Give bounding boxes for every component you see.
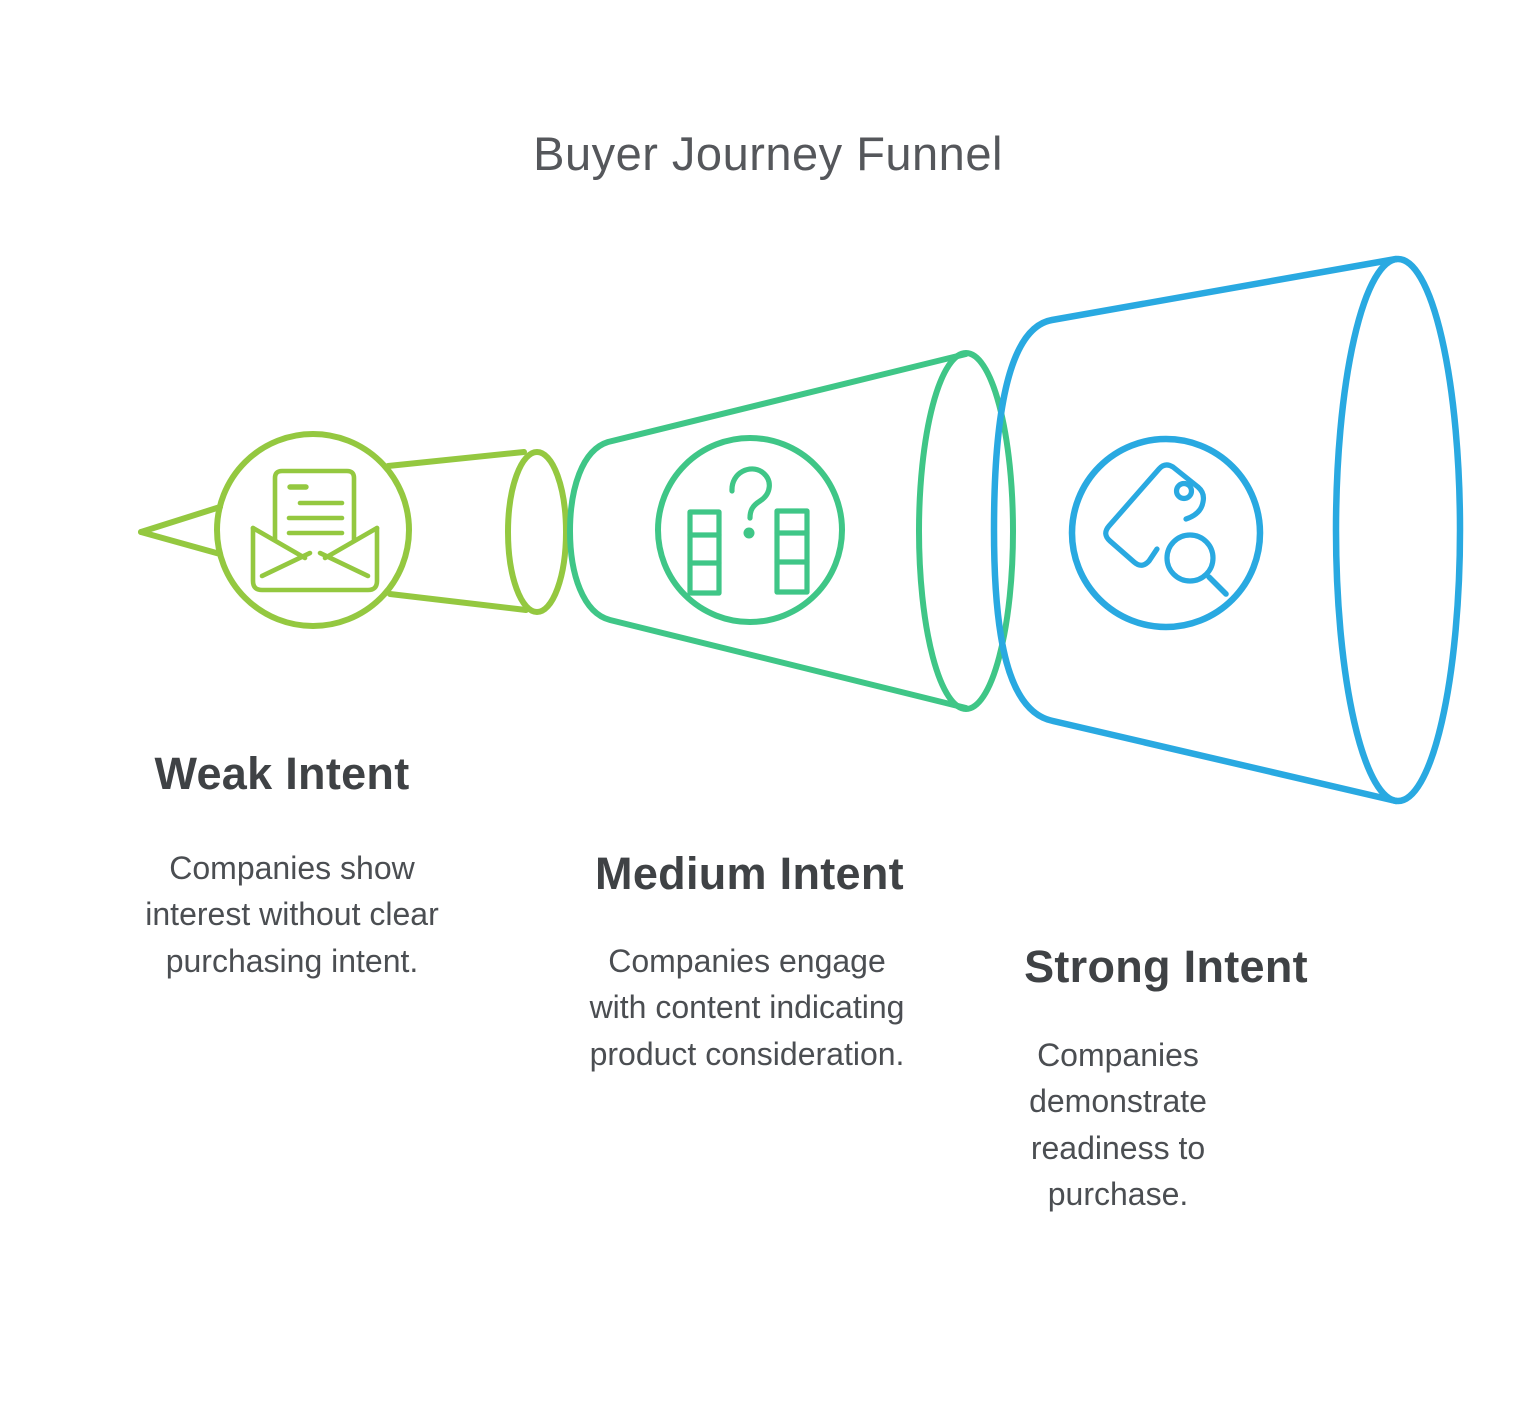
tag-outline <box>1103 462 1207 568</box>
medium-icon-circle <box>655 435 845 625</box>
weak-apex-line-bottom <box>138 529 223 557</box>
weak-cone-bottom <box>387 591 529 613</box>
compare-column-right <box>774 508 810 595</box>
envelope-fold-right <box>317 550 371 579</box>
stage-heading-strong: Strong Intent <box>1024 941 1308 992</box>
comparison-question-icon <box>687 466 810 596</box>
stage-description-medium: Companies engage with content indicating… <box>589 943 905 1072</box>
diagram-title: Buyer Journey Funnel <box>533 127 1003 180</box>
stage-description-strong: Companies demonstrate readiness to purch… <box>1029 1037 1207 1213</box>
strong-cone-body <box>990 255 1400 805</box>
strong-cone-endcap <box>1332 255 1464 805</box>
weak-apex-line-top <box>138 504 223 535</box>
question-mark-hook <box>729 466 772 521</box>
funnel-stage-medium <box>567 350 1016 712</box>
stage-heading-weak: Weak Intent <box>154 748 410 799</box>
strong-icon-circle <box>1068 435 1264 631</box>
question-mark-dot <box>743 527 755 539</box>
weak-cone-top <box>385 449 527 469</box>
magnifier-lens <box>1164 532 1216 584</box>
letter-outline <box>272 468 357 543</box>
weak-cone-endcap <box>505 449 569 615</box>
compare-column-left <box>687 509 722 596</box>
medium-cone-body <box>567 351 969 711</box>
medium-cone-endcap <box>916 350 1016 712</box>
envelope-fold-left <box>259 550 313 579</box>
weak-icon-circle <box>214 431 412 629</box>
envelope-body <box>250 525 380 593</box>
funnel-stage-strong <box>990 255 1464 805</box>
magnifier-handle <box>1206 574 1229 597</box>
tag-hole <box>1173 480 1195 502</box>
envelope-flap-right <box>322 525 380 561</box>
stage-description-weak: Companies show interest without clear pu… <box>145 850 439 979</box>
funnel-stage-weak <box>138 431 569 629</box>
envelope-flap-left <box>250 525 308 561</box>
stage-heading-medium: Medium Intent <box>595 848 904 899</box>
open-envelope-letter-icon <box>250 468 380 593</box>
price-tag-search-icon <box>1103 462 1229 597</box>
